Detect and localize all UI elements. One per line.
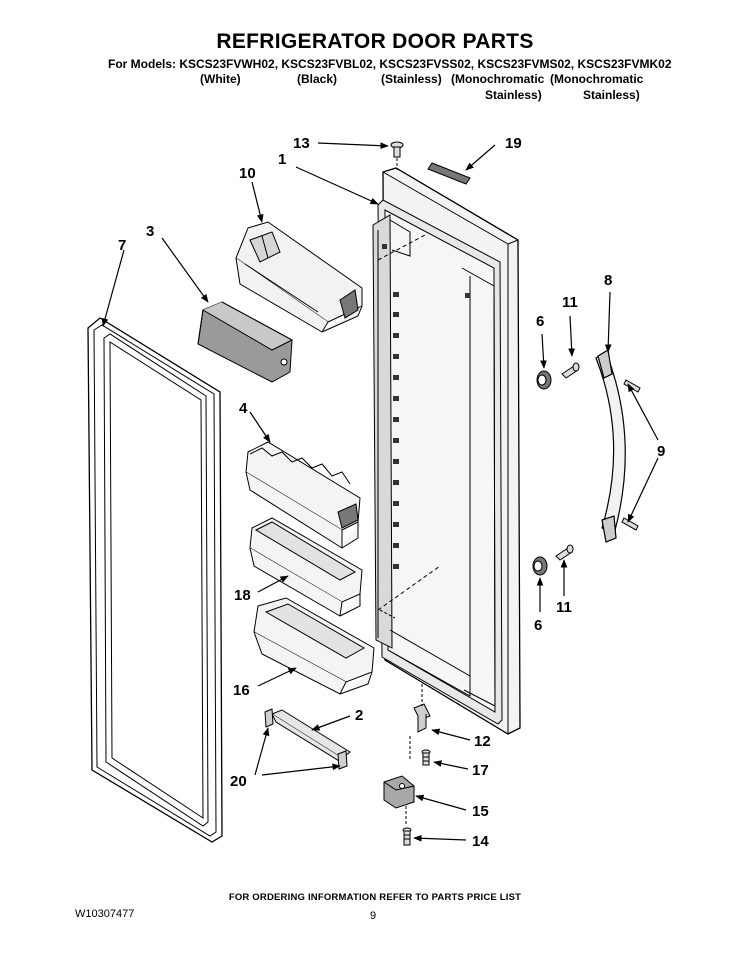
callout-15: 15 [472,803,489,820]
callout-9: 9 [657,443,665,460]
variant-monochromatic-2-line2: Stainless) [583,88,640,102]
lower-hinge-pin-part [409,684,431,760]
callout-8: 8 [604,272,612,289]
variant-monochromatic-2-line1: (Monochromatic [550,72,644,86]
handle-screw-upper-part [561,362,580,379]
egg-tray-part [245,441,361,549]
callout-11-lower: 11 [556,599,572,616]
callout-3: 3 [146,223,154,240]
callout-6-lower: 6 [534,617,542,634]
page-title: REFRIGERATOR DOOR PARTS [216,30,534,53]
callout-11-upper: 11 [562,294,578,311]
refrigerator-door-part [372,167,521,735]
top-screw-part [390,141,404,170]
hinge-screw-part [421,749,431,766]
handle-mount-upper-part [536,370,552,390]
callout-4: 4 [239,400,248,417]
variant-monochromatic-1-line1: (Monochromatic [451,72,545,86]
callout-18: 18 [234,587,251,604]
door-bin-part [249,517,363,617]
door-label-part [427,162,471,185]
callout-6-upper: 6 [536,313,544,330]
callout-13: 13 [293,135,310,152]
variant-black: (Black) [297,72,338,86]
callout-1: 1 [278,151,286,168]
handle-screw-lower-part [555,544,574,561]
callout-20: 20 [230,773,247,790]
callout-19: 19 [505,135,522,152]
variant-stainless: (Stainless) [381,72,442,86]
callout-16: 16 [233,682,250,699]
dairy-bin-part [235,221,363,333]
models-line: For Models: KSCS23FVWH02, KSCS23FVBL02, … [108,57,672,71]
ordering-note: FOR ORDERING INFORMATION REFER TO PARTS … [228,892,522,903]
door-handle-part [595,349,626,543]
callout-numbers: 13 1 19 10 3 7 8 11 6 9 4 18 11 6 16 2 1… [118,135,665,850]
callout-7: 7 [118,237,126,254]
variant-monochromatic-1-line2: Stainless) [485,88,542,102]
trim-strip-part [270,709,351,766]
leader-lines [101,142,659,842]
door-gasket-part [87,317,223,843]
lower-hinge-part [383,775,415,826]
callout-10: 10 [239,165,256,182]
handle-mount-lower-part [532,556,548,576]
document-number: W10307477 [75,908,135,920]
page-number: 9 [370,910,377,922]
callout-2: 2 [355,707,363,724]
callout-14: 14 [472,833,489,850]
dairy-door-part [197,301,294,383]
bottom-screw-part [402,827,412,846]
variant-white: (White) [200,72,241,86]
large-door-bin-part [253,597,375,695]
callout-12: 12 [474,733,491,750]
callout-17: 17 [472,762,489,779]
